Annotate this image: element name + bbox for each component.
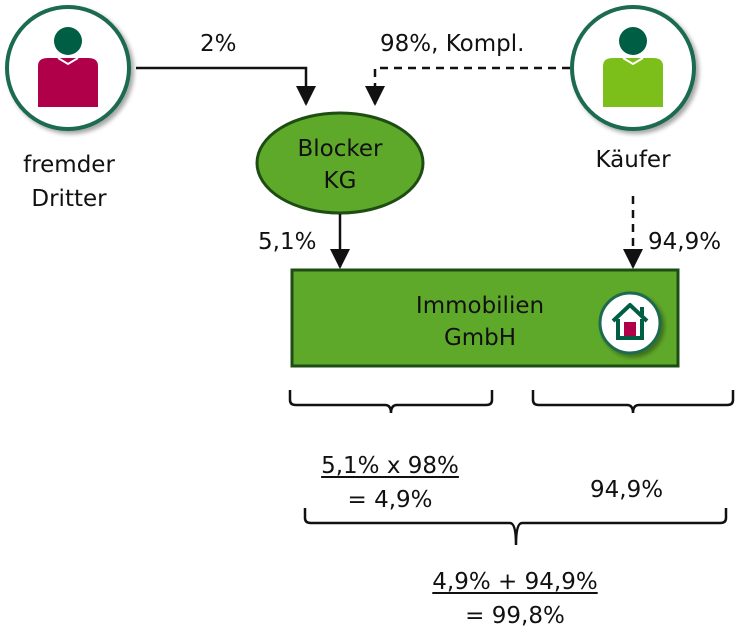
immobilien-gmbh-label: Immobilien GmbH bbox=[380, 290, 580, 354]
calc-left-bottom: = 4,9% bbox=[347, 487, 433, 513]
blocker-kg-label: Blocker KG bbox=[260, 133, 420, 197]
calc-right: 94,9% bbox=[590, 477, 664, 503]
house-icon bbox=[598, 291, 662, 355]
blocker-label-line1: Blocker bbox=[297, 136, 383, 162]
arrow-third-to-blocker bbox=[136, 66, 316, 106]
buyer-person-icon bbox=[570, 5, 696, 131]
right-brace bbox=[531, 390, 735, 414]
third-party-label-line2: Dritter bbox=[31, 186, 107, 212]
arrow-buyer-to-blocker bbox=[365, 66, 570, 106]
buyer-label: Käufer bbox=[595, 147, 671, 173]
arrow-label-2-percent: 2% bbox=[200, 31, 237, 57]
arrow-label-98-percent: 98%, Kompl. bbox=[380, 31, 525, 57]
third-party-label: fremder Dritter bbox=[10, 148, 128, 216]
calc-total-top: 4,9% + 94,9% bbox=[395, 568, 635, 596]
total-brace bbox=[303, 508, 728, 546]
company-label-line1: Immobilien bbox=[415, 293, 545, 319]
calc-total-bottom: = 99,8% bbox=[465, 603, 565, 629]
calc-left-top: 5,1% x 98% bbox=[300, 452, 480, 480]
left-brace bbox=[288, 390, 494, 414]
calc-left-top-text: 5,1% x 98% bbox=[321, 453, 459, 479]
third-party-label-line1: fremder bbox=[23, 152, 115, 178]
arrow-label-5-1-percent: 5,1% bbox=[258, 229, 317, 255]
blocker-label-line2: KG bbox=[323, 168, 357, 194]
third-party-person-icon bbox=[5, 5, 131, 131]
blocker-kg-node bbox=[255, 111, 425, 215]
arrow-label-94-9-percent: 94,9% bbox=[648, 229, 722, 255]
calc-total-top-text: 4,9% + 94,9% bbox=[432, 569, 598, 595]
company-label-line2: GmbH bbox=[443, 325, 517, 351]
